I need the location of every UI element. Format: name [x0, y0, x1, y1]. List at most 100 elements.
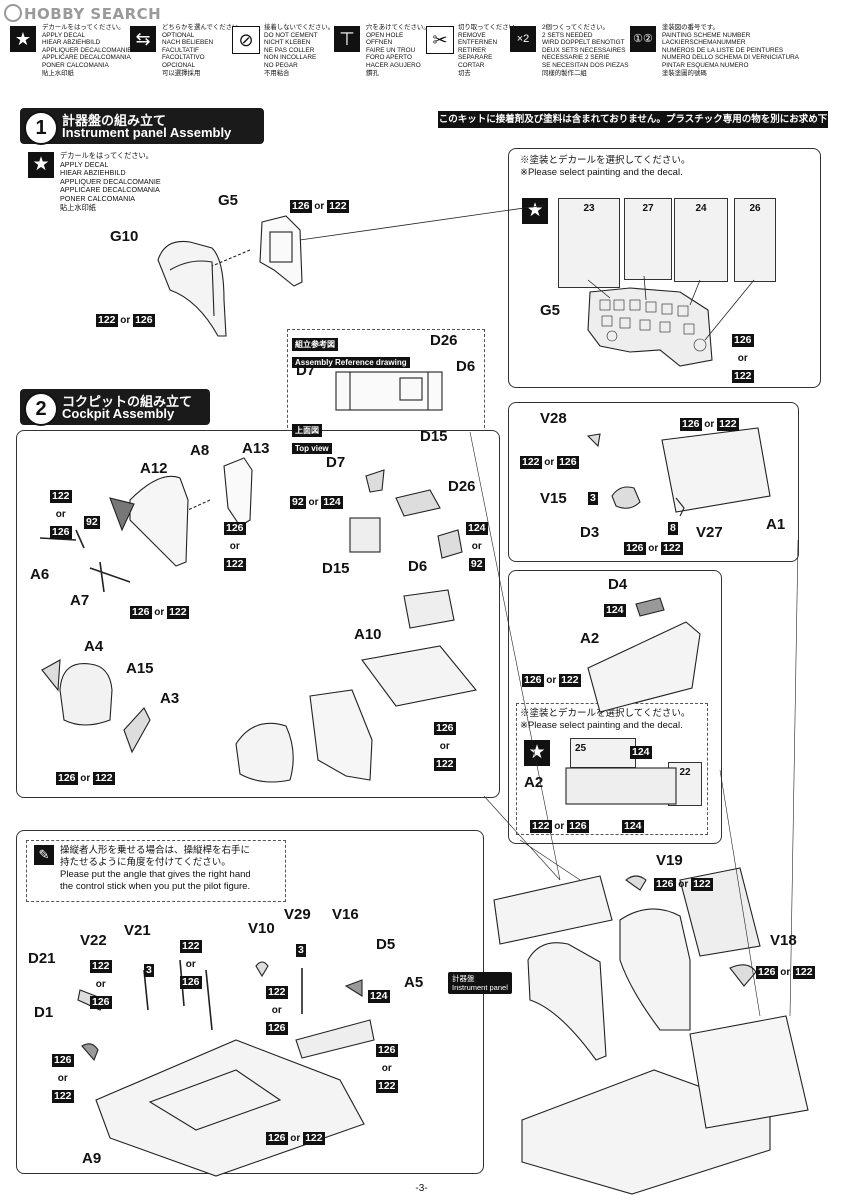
part-label-d26: D26 — [448, 478, 476, 495]
cut-icon: ✂ — [426, 26, 454, 54]
color-chip-3: 3 — [588, 492, 598, 505]
color-chip-126: 126 — [180, 976, 202, 989]
step2-title-ja: コクピットの組み立て — [62, 394, 193, 409]
step1-title-en: Instrument panel Assembly — [62, 125, 232, 140]
color-chip-126: 126 — [224, 522, 246, 535]
color-chip-122: 122 — [50, 490, 72, 503]
part-label-d21: D21 — [28, 950, 56, 967]
decal-number: 25 — [575, 743, 587, 754]
legend-line: CORTAR — [458, 61, 485, 69]
color-code: 124 or 92 — [466, 518, 488, 572]
legend-line: FAIRE UN TROU — [366, 46, 416, 54]
select-note: ※塗装とデカールを選択してください。 ※Please select painti… — [520, 155, 690, 179]
color-chip-126: 126 — [756, 966, 778, 979]
legend-line: FACULTATIF — [162, 46, 199, 54]
scheme-number-icon: ①② — [630, 26, 656, 52]
or-text: or — [151, 607, 168, 618]
ref-label-ja: 組立参考図 — [292, 338, 338, 351]
or-text: or — [737, 353, 748, 364]
legend-line: 貼上水印紙 — [42, 69, 74, 77]
decal-note-line: 貼上水印紙 — [60, 202, 96, 212]
color-code: 92 — [84, 512, 100, 530]
pilot-note-frame — [26, 840, 286, 902]
color-chip-122: 122 — [93, 772, 115, 785]
or-text: or — [57, 1073, 68, 1084]
color-chip-122: 122 — [303, 1132, 325, 1145]
ref-label: 組立参考図 Assembly Reference drawing — [292, 334, 410, 370]
color-code: 122 or 126 — [266, 982, 288, 1036]
part-label-v19: V19 — [656, 852, 683, 869]
part-label-d1: D1 — [34, 1004, 54, 1021]
legend-line: PAINTING SCHEME NUMBER — [662, 31, 751, 39]
legend-line: FORO APERTO — [366, 54, 412, 62]
color-code: 126 or 122 — [266, 1128, 325, 1146]
brush-icon: ✎ — [34, 845, 54, 865]
legend-line: どちらかを選んでください。 — [162, 24, 245, 31]
legend-line: 鑽孔 — [366, 69, 379, 77]
legend-line: SEPARARE — [458, 54, 493, 62]
legend-line: 同樣的製作二組 — [542, 69, 587, 77]
color-chip-124: 124 — [368, 990, 390, 1003]
color-chip-3: 3 — [144, 964, 154, 977]
logo-mark-icon — [4, 4, 22, 22]
color-chip-8: 8 — [668, 522, 678, 535]
or-text: or — [381, 1063, 392, 1074]
no-glue-icon: ⊘ — [232, 26, 260, 54]
decal-note-line: HIEAR ABZIEHBILD — [60, 168, 126, 178]
legend-line: NACH BELIEBEN — [162, 39, 214, 47]
step1-number: 1 — [24, 111, 58, 145]
color-chip-122: 122 — [180, 940, 202, 953]
color-code: 126 or 122 — [624, 538, 683, 556]
color-code: 126 or 122 — [224, 518, 246, 572]
decal-note-line: APPLY DECAL — [60, 159, 109, 169]
part-label-a4: A4 — [84, 638, 104, 655]
or-text: or — [471, 541, 482, 552]
color-code: 124 — [630, 742, 652, 760]
select-note-ja: ※塗装とデカールを選択してください。 — [520, 708, 691, 719]
legend-line: NECESSARIE 2 SERIE — [542, 54, 610, 62]
top-view-label: 上面図 Top view — [292, 420, 332, 456]
color-code: 122 or 126 — [530, 816, 589, 834]
part-label-v10: V10 — [248, 920, 275, 937]
part-label-a10: A10 — [354, 626, 382, 643]
color-chip-122: 122 — [661, 542, 683, 555]
part-label-a13: A13 — [242, 440, 270, 457]
or-text: or — [543, 675, 560, 686]
color-chip-92: 92 — [468, 558, 485, 571]
part-label-d7: D7 — [296, 362, 316, 379]
a2-decal-star: ★ — [524, 740, 550, 766]
top-view-ja: 上面図 — [292, 424, 322, 437]
decal-panel-26: 26 — [734, 198, 776, 282]
part-label-g5: G5 — [540, 302, 561, 319]
legend-line: APPLIQUER DECALCOMANIE — [42, 46, 132, 54]
color-code: 126 or 122 — [290, 196, 349, 214]
color-chip-124: 124 — [622, 820, 644, 833]
logo-text: HOBBY SEARCH — [24, 5, 162, 23]
color-code: 92 or 124 — [290, 492, 343, 510]
color-chip-126: 126 — [376, 1044, 398, 1057]
color-chip-122: 122 — [434, 758, 456, 771]
color-chip-126: 126 — [732, 334, 754, 347]
or-text: or — [117, 315, 134, 326]
instrument-tag-en: Instrument panel — [452, 983, 508, 992]
drill-icon: ⊤ — [334, 26, 360, 52]
color-chip-122: 122 — [90, 960, 112, 973]
legend-line: NO PEGAR — [264, 61, 298, 69]
color-code: 124 — [622, 816, 644, 834]
color-chip-92: 92 — [84, 516, 100, 529]
part-label-v15: V15 — [540, 490, 567, 507]
color-chip-126: 126 — [50, 526, 72, 539]
or-text: or — [439, 741, 450, 752]
decal-number: 27 — [642, 203, 654, 214]
color-code: 8 — [668, 518, 678, 536]
or-text: or — [701, 419, 718, 430]
color-chip-122: 122 — [96, 314, 118, 327]
color-chip-122: 122 — [376, 1080, 398, 1093]
or-text: or — [271, 1005, 282, 1016]
notice-banner: このキットに接着剤及び塗料は含まれておりません。プラスチック専用の物を別にお求め… — [438, 111, 828, 142]
or-text: or — [541, 457, 558, 468]
or-text: or — [185, 959, 196, 970]
legend-line: FACOLTATIVO — [162, 54, 205, 62]
